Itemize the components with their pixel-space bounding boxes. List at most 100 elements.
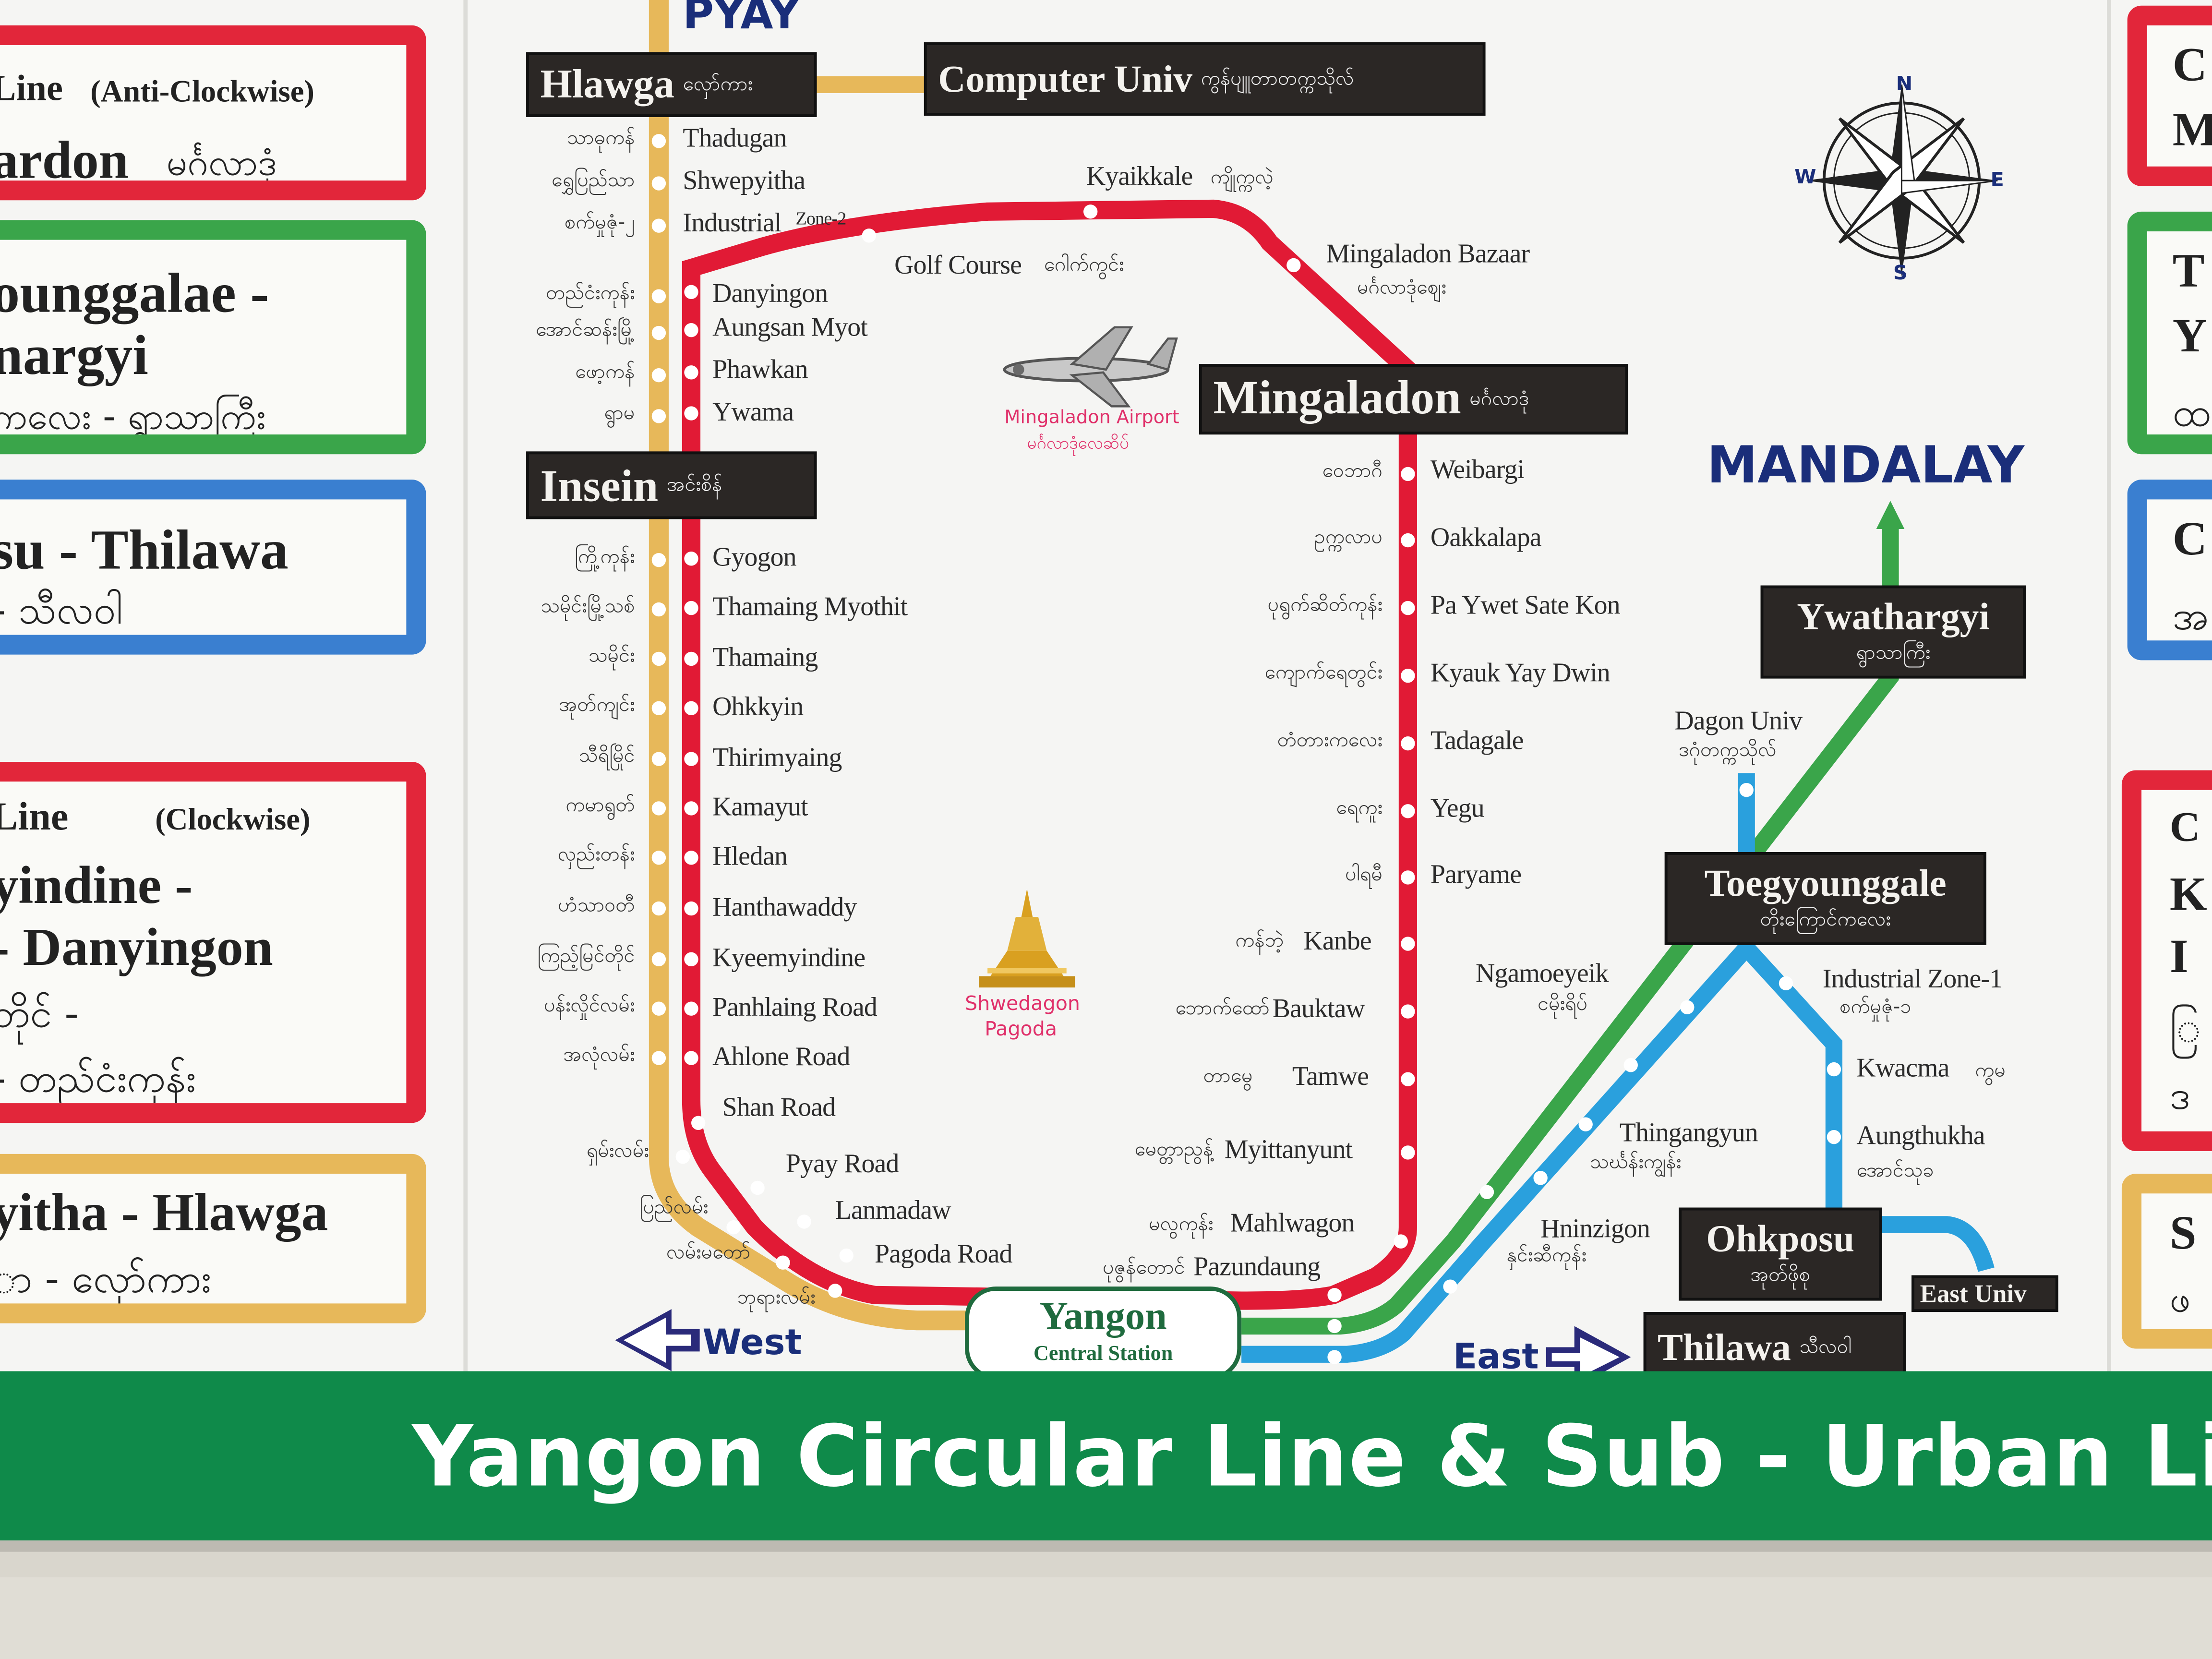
- route-card-left-4[interactable]: Line (Clockwise) yindine - - Danyingon တ…: [0, 761, 426, 1123]
- green-line: [1241, 522, 1899, 1335]
- pagoda-icon: [979, 889, 1075, 988]
- ywathargyi-station-box[interactable]: Ywathargyi ရွာသာကြီး: [1760, 585, 2026, 679]
- station-label-my: ရွှေပြည်သာ: [551, 169, 635, 192]
- station-dots-east: [862, 204, 1841, 1364]
- card-line: ardon: [0, 131, 129, 191]
- station-label-my: ဝေဘာဂီ: [1322, 460, 1383, 483]
- station-dot: [684, 901, 698, 916]
- station-label-en: Panhlaing Road: [712, 993, 878, 1023]
- station-name-en: Ywathargyi: [1797, 595, 1990, 638]
- ohkposu-station-box[interactable]: Ohkposu အုတ်ဖိုစု: [1679, 1207, 1882, 1301]
- station-label-en: Shan Road: [722, 1093, 836, 1123]
- airport-label-en: Mingaladon Airport: [1004, 408, 1179, 429]
- station-label-my: သမိုင်း: [588, 645, 635, 668]
- west-line: [649, 0, 974, 1331]
- station-dot: [651, 218, 666, 233]
- station-label-my: ကျိုက္ကလဲ့: [1210, 166, 1274, 189]
- station-label-my: အလုံလမ်း: [563, 1044, 635, 1067]
- station-dot: [1394, 1234, 1408, 1249]
- card-line: (Clockwise): [155, 801, 311, 837]
- station-label-en: Hninzigon: [1540, 1214, 1650, 1245]
- frame-edge: [0, 1540, 2212, 1552]
- station-label-en: Tadagale: [1430, 726, 1524, 757]
- station-name-my: တိုးကြောင်ကလေး: [1760, 908, 1891, 931]
- yangon-central-station-box[interactable]: Yangon Central Station: [965, 1286, 1242, 1380]
- station-dot: [684, 552, 698, 566]
- route-card-right-1[interactable]: C M: [2127, 5, 2212, 186]
- card-line: ounggalae -: [0, 261, 269, 325]
- computer-univ-station-box[interactable]: Computer Univ ကွန်ပျူတာတက္ကသိုလ်: [924, 42, 1486, 116]
- station-label-my: ဘုရားလမ်း: [737, 1286, 816, 1310]
- station-dot: [1680, 1000, 1695, 1014]
- card-line: (Anti-Clockwise): [90, 73, 314, 109]
- station-label-en: Industrial Zone-1: [1822, 965, 2003, 995]
- station-dots-west: [651, 134, 854, 1298]
- station-dot: [651, 602, 666, 617]
- station-label-en: Mahlwagon: [1230, 1209, 1355, 1239]
- mingaladon-station-box[interactable]: Mingaladon မင်္ဂလာဒုံ: [1199, 364, 1628, 435]
- station-label-en: Dagon Univ: [1674, 707, 1803, 737]
- station-dot: [684, 406, 698, 421]
- route-card-left-1[interactable]: Line (Anti-Clockwise) ardon မင်္ဂလာဒုံ: [0, 25, 426, 201]
- station-dot: [651, 752, 666, 766]
- station-name-en: Computer Univ: [938, 57, 1193, 100]
- station-label-en: Pagoda Road: [875, 1240, 1012, 1270]
- station-dot: [1083, 204, 1098, 219]
- station-label-en: Industrial: [683, 208, 781, 239]
- station-label-my: ဒဂုံတက္ကသိုလ်: [1679, 739, 1777, 762]
- station-label-en: Hanthawaddy: [712, 893, 857, 923]
- hlawga-station-box[interactable]: Hlawga လှော်ကား: [526, 52, 817, 117]
- station-label-en: Kwacma: [1856, 1054, 1949, 1083]
- route-card-right-2[interactable]: T Y ထ: [2127, 211, 2212, 455]
- compass-n-label: N: [1896, 73, 1913, 96]
- east-univ-station-box[interactable]: East Univ: [1911, 1275, 2058, 1312]
- station-label-my: စက်မှုဇုံ-၁: [1839, 996, 1911, 1019]
- station-dot: [684, 323, 698, 337]
- toegyounggale-station-box[interactable]: Toegyounggale တိုးကြောင်ကလေး: [1664, 852, 1986, 945]
- route-card-right-3[interactable]: C အ: [2127, 480, 2212, 661]
- station-dot: [1401, 601, 1415, 615]
- station-name-en: Hlawga: [540, 61, 674, 107]
- station-dot: [1327, 1350, 1342, 1364]
- title-banner: [0, 1371, 2212, 1541]
- station-dot: [1286, 258, 1301, 273]
- station-name-my: ရွာသာကြီး: [1856, 642, 1931, 665]
- station-label-en: Thirimyaing: [712, 743, 842, 773]
- station-name-en: Yangon: [1039, 1295, 1167, 1339]
- airplane-icon: [1003, 326, 1178, 408]
- station-dot: [651, 651, 666, 666]
- station-dot: [651, 134, 666, 148]
- thilawa-station-box[interactable]: Thilawa သီလဝါ: [1643, 1312, 1906, 1383]
- station-label-en: Kyeemyindine: [712, 944, 866, 974]
- route-card-right-4[interactable]: C K I ြ ဒ: [2121, 770, 2212, 1152]
- compass-rose: [1805, 84, 1998, 277]
- station-label-my: တည်ငံးကုန်း: [546, 282, 635, 305]
- station-dot: [1327, 1288, 1342, 1302]
- card-line: Line: [0, 68, 63, 109]
- station-label-en: Hledan: [712, 842, 788, 872]
- route-card-left-3[interactable]: su - Thilawa - သီလဝါ: [0, 480, 426, 655]
- station-label-my: ပါရမီ: [1345, 863, 1383, 886]
- route-card-right-5[interactable]: S ဖ: [2121, 1174, 2212, 1349]
- station-label-my: ပန်းလှိုင်လမ်း: [544, 994, 635, 1017]
- station-label-my: တာမွေ: [1203, 1065, 1253, 1088]
- circular-line: [682, 199, 1418, 1310]
- station-dot: [776, 1255, 790, 1270]
- card-line: - Danyingon: [0, 918, 273, 978]
- route-card-left-5[interactable]: yitha - Hlawga ာ - လှော်ကား: [0, 1154, 426, 1323]
- station-label-en: Myittanyunt: [1224, 1135, 1353, 1166]
- insein-station-box[interactable]: Insein အင်းစိန်: [526, 451, 817, 519]
- station-dot: [1827, 1130, 1841, 1144]
- station-dot: [651, 701, 666, 715]
- station-label-my: အုတ်ကျင်း: [559, 694, 635, 717]
- card-line: - တည်ငံးကုန်း: [0, 1055, 196, 1102]
- station-dot: [1443, 1279, 1457, 1294]
- route-card-left-2[interactable]: ounggalae - nargyi ကလေး - ရွာသာကြီး: [0, 220, 426, 455]
- station-label-my: ဂေါက်ကွင်း: [1044, 253, 1124, 277]
- station-label-my: နှင်းဆီကုန်း: [1506, 1244, 1587, 1267]
- frame-shadow: [0, 1577, 2212, 1659]
- station-dot: [828, 1284, 842, 1298]
- station-dot: [651, 901, 666, 916]
- station-name-en: Ohkposu: [1706, 1217, 1855, 1260]
- card-line: C: [2172, 39, 2207, 92]
